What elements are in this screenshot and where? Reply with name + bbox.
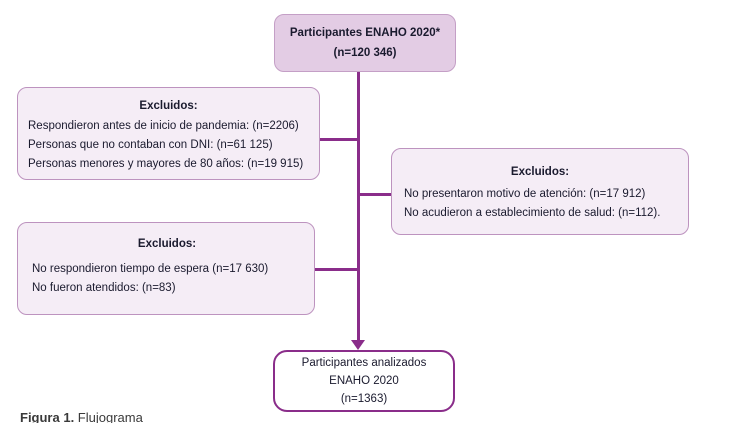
excluded-right-title: Excluidos: — [510, 166, 570, 178]
arrow-down-icon — [351, 340, 365, 350]
analyzed-box-line2: ENAHO 2020 — [329, 375, 399, 387]
participants-box-title: Participantes ENAHO 2020* — [289, 27, 441, 39]
connector-excluded-initial — [319, 138, 359, 141]
excluded-box-initial: Excluidos: Respondieron antes de inicio … — [17, 87, 320, 180]
participants-box-count: (n=120 346) — [333, 47, 397, 59]
excluded-box-right: Excluidos: No presentaron motivo de aten… — [391, 148, 689, 235]
excluded-initial-item: Personas que no contaban con DNI: (n=61 … — [28, 139, 273, 151]
analyzed-participants-box: Participantes analizados ENAHO 2020 (n=1… — [273, 350, 455, 412]
figure-caption: Figura 1. Flujograma — [20, 410, 143, 423]
analyzed-box-line1: Participantes analizados — [301, 357, 427, 369]
excluded-second-item: No respondieron tiempo de espera (n=17 6… — [32, 263, 269, 275]
excluded-right-item: No presentaron motivo de atención: (n=17… — [404, 188, 646, 200]
excluded-initial-item: Respondieron antes de inicio de pandemia… — [28, 120, 299, 132]
main-vertical-connector — [357, 72, 360, 342]
figure-caption-label: Figura 1. — [20, 410, 75, 423]
figure-caption-text: Flujograma — [74, 410, 143, 423]
connector-excluded-second — [314, 268, 359, 271]
excluded-box-second: Excluidos: No respondieron tiempo de esp… — [17, 222, 315, 315]
excluded-initial-title: Excluidos: — [139, 100, 198, 112]
excluded-right-item: No acudieron a establecimiento de salud:… — [404, 207, 661, 219]
analyzed-box-count: (n=1363) — [340, 393, 388, 405]
excluded-second-title: Excluidos: — [137, 238, 197, 250]
participants-box: Participantes ENAHO 2020* (n=120 346) — [274, 14, 456, 72]
connector-excluded-right — [358, 193, 393, 196]
excluded-second-item: No fueron atendidos: (n=83) — [32, 282, 176, 294]
excluded-initial-item: Personas menores y mayores de 80 años: (… — [28, 158, 304, 170]
